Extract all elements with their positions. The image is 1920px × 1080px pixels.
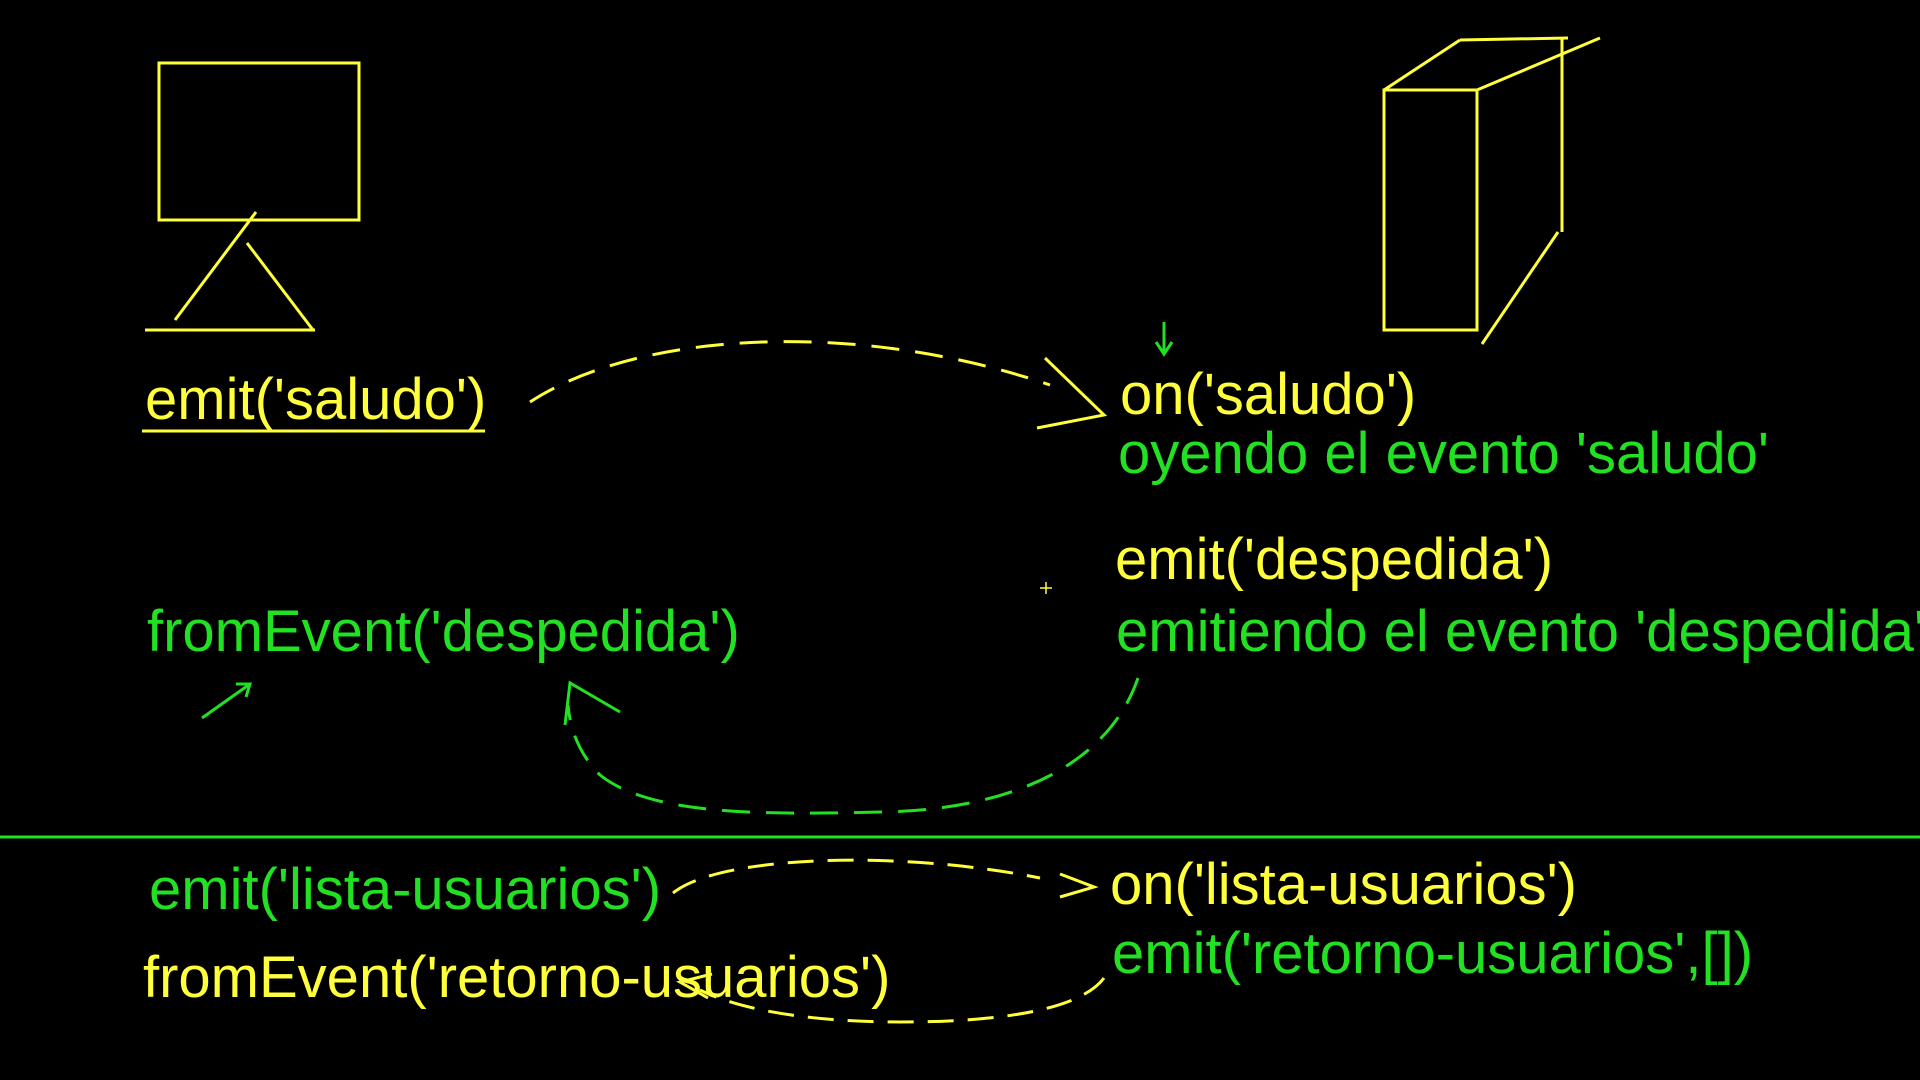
lista-usuarios-flow-arrow bbox=[672, 858, 1099, 899]
server-on-lista-usuarios: on('lista-usuarios') bbox=[1110, 852, 1577, 917]
saludo-flow-arrow bbox=[529, 340, 1108, 430]
server-note-emitting: emitiendo el evento 'despedida' bbox=[1116, 599, 1920, 664]
client-emit-lista-usuarios: emit('lista-usuarios') bbox=[149, 857, 662, 922]
up-right-arrow-icon bbox=[201, 682, 253, 720]
client-from-event-retorno-usuarios: fromEvent('retorno-usuarios') bbox=[143, 945, 891, 1010]
server-note-listening: oyendo el evento 'saludo' bbox=[1118, 421, 1769, 486]
server-tower-icon bbox=[1382, 36, 1601, 345]
server-on-saludo: on('saludo') bbox=[1120, 362, 1417, 427]
client-emit-saludo: emit('saludo') bbox=[145, 367, 487, 432]
despedida-flow-arrow bbox=[563, 677, 1140, 815]
down-arrow-icon bbox=[1154, 322, 1174, 357]
retorno-usuarios-flow-arrow bbox=[676, 972, 1106, 1024]
server-emit-despedida: emit('despedida') bbox=[1115, 527, 1554, 592]
cursor-crosshair bbox=[1040, 582, 1052, 594]
client-from-event-despedida: fromEvent('despedida') bbox=[147, 599, 740, 664]
server-emit-retorno-usuarios: emit('retorno-usuarios',[]) bbox=[1112, 921, 1754, 986]
computer-monitor-icon bbox=[145, 61, 361, 332]
